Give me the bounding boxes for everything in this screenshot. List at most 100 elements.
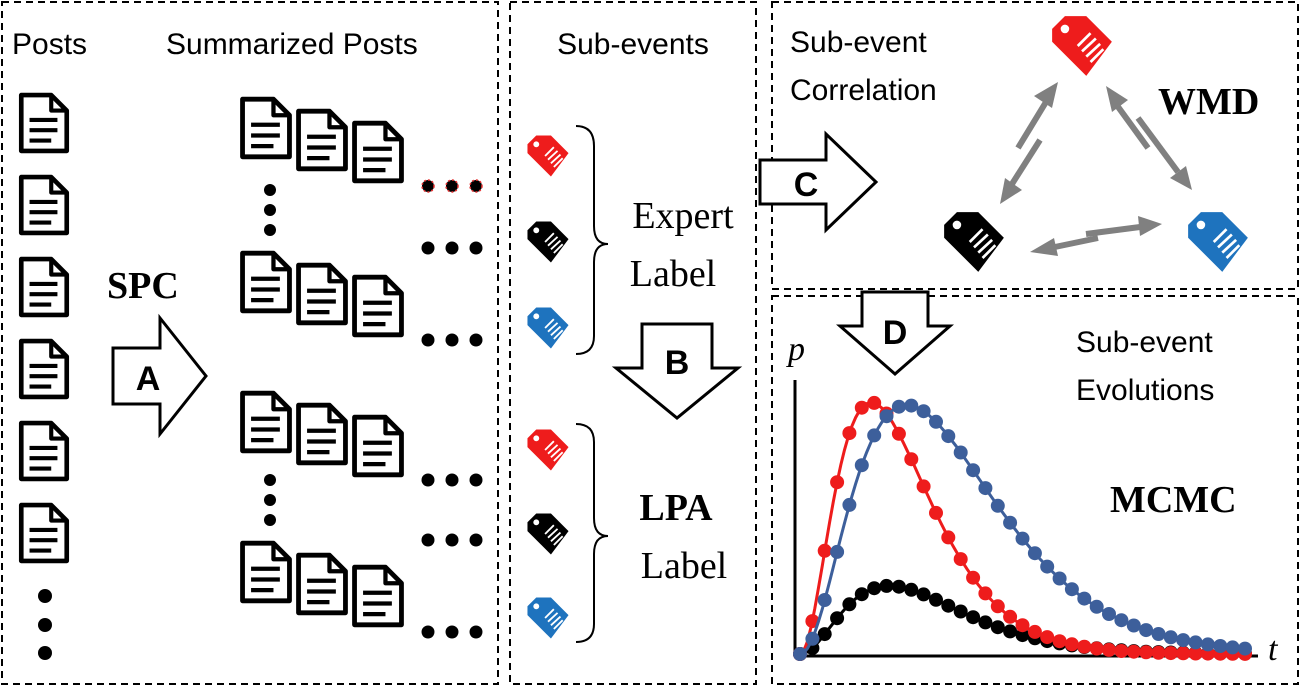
series-point-black [830, 611, 845, 626]
document-icon [243, 543, 290, 601]
document-icon [21, 177, 66, 233]
series-point-blue [1015, 531, 1030, 546]
document-icon [299, 111, 346, 169]
series-point-black [842, 597, 857, 612]
series-point-red [1102, 642, 1116, 657]
series-point-red [1064, 637, 1079, 652]
mcmc-method-label: MCMC [1110, 479, 1237, 521]
series-point-red [941, 530, 956, 545]
series-point-blue [830, 544, 845, 559]
series-point-red [1027, 624, 1042, 639]
expert-brace [575, 125, 609, 355]
series-point-blue [1188, 635, 1203, 650]
series-point-blue [891, 399, 906, 414]
series-point-blue [879, 409, 894, 424]
series-point-blue [1064, 582, 1079, 597]
arrow-b-label: B [665, 344, 690, 382]
series-point-black [953, 604, 968, 619]
series-point-blue [1089, 599, 1104, 614]
summarized-group [243, 253, 402, 335]
series-point-black [879, 578, 894, 593]
summarized-vertical-ellipsis [264, 184, 276, 526]
series-point-blue [1126, 618, 1141, 633]
series-point-red [1151, 645, 1166, 660]
tag-icon-red [526, 428, 570, 472]
post-document-icons [21, 95, 66, 561]
series-layer [793, 395, 1252, 661]
tag-icon-black [942, 210, 1006, 274]
correlation-title-line2: Correlation [790, 74, 937, 107]
series-point-red [1188, 646, 1203, 661]
series-point-red [978, 586, 993, 601]
series-point-red [1126, 644, 1141, 659]
series-point-blue [1052, 571, 1067, 586]
document-icon [243, 99, 290, 157]
arrow-a-label: A [136, 360, 161, 398]
series-point-blue [904, 398, 919, 413]
series-point-red [1015, 618, 1030, 633]
expert-label-line1: Expert [632, 195, 734, 237]
series-point-blue [1225, 640, 1240, 655]
document-icon [355, 123, 402, 181]
posts-label: Posts [12, 28, 87, 61]
series-point-red [817, 543, 832, 558]
series-point-blue [854, 458, 869, 473]
lpa-label-line1: LPA [639, 487, 713, 529]
series-point-blue [1003, 515, 1018, 530]
document-icon [21, 95, 66, 151]
document-icon [299, 405, 346, 463]
series-point-blue [1200, 637, 1215, 652]
series-point-red [1114, 644, 1129, 658]
summarized-group [243, 99, 402, 181]
document-icon [21, 423, 66, 479]
series-point-blue [1114, 613, 1129, 628]
tag-icon-blue [526, 596, 570, 640]
series-point-blue [867, 428, 882, 443]
series-point-blue [1139, 623, 1154, 638]
correlation-title-line1: Sub-event [790, 26, 927, 59]
series-point-red [990, 599, 1005, 614]
lpa-tags [526, 428, 570, 640]
series-point-red [1040, 630, 1055, 645]
series-point-blue [1213, 639, 1228, 653]
series-point-blue [1040, 559, 1055, 574]
arrow-d: D [836, 290, 954, 376]
series-point-red [854, 400, 869, 415]
series-point-blue [793, 647, 807, 661]
series-point-red [953, 552, 968, 567]
arrow-b: B [611, 322, 743, 420]
arrow-d-label: D [883, 314, 908, 352]
series-point-blue [1176, 633, 1191, 648]
document-icon [21, 341, 66, 397]
series-point-blue [1102, 607, 1116, 621]
document-icon [355, 417, 402, 475]
summarized-group [243, 393, 402, 475]
correlation-arrows [1000, 82, 1192, 256]
spc-method-label: SPC [107, 265, 179, 307]
series-point-blue [916, 404, 931, 419]
summarized-horizontal-ellipsis [421, 179, 483, 639]
series-point-black [891, 579, 906, 594]
series-point-blue [1151, 627, 1166, 641]
series-point-red [1089, 641, 1104, 656]
series-point-red [966, 570, 981, 585]
series-point-red [929, 505, 943, 520]
correlation-panel [771, 1, 1299, 290]
series-point-blue [990, 498, 1005, 513]
series-point-red [891, 426, 906, 441]
series-point-blue [1163, 630, 1178, 645]
evolution-title-line1: Sub-event [1076, 326, 1213, 359]
series-point-black [941, 598, 956, 613]
subevents-title: Sub-events [557, 28, 709, 61]
expert-label-line2: Label [630, 253, 717, 295]
subevents-panel [509, 1, 757, 685]
series-point-blue [929, 414, 943, 429]
series-point-black [990, 620, 1005, 635]
series-point-blue [805, 631, 820, 646]
series-point-black [1015, 628, 1030, 643]
series-point-blue [941, 429, 956, 444]
tag-icon-black [526, 220, 570, 264]
lpa-brace [575, 423, 609, 643]
series-line-red [799, 400, 1246, 656]
